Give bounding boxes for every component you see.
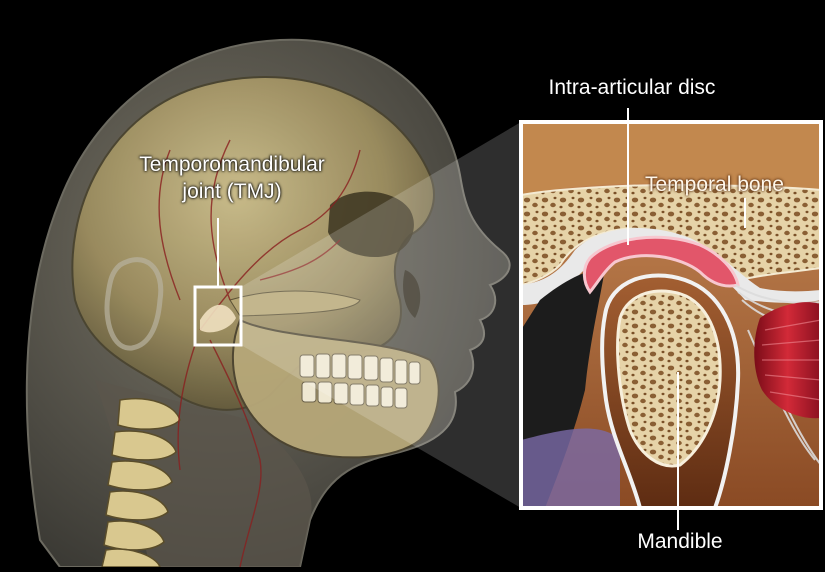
intra-articular-disc-label: Intra-articular disc bbox=[512, 76, 752, 100]
mandible-label: Mandible bbox=[590, 530, 770, 554]
temporal-bone-label: Temporal bone bbox=[645, 173, 820, 197]
tmj-label-line1: Temporomandibular bbox=[112, 153, 352, 177]
tmj-label-line2: joint (TMJ) bbox=[112, 180, 352, 204]
